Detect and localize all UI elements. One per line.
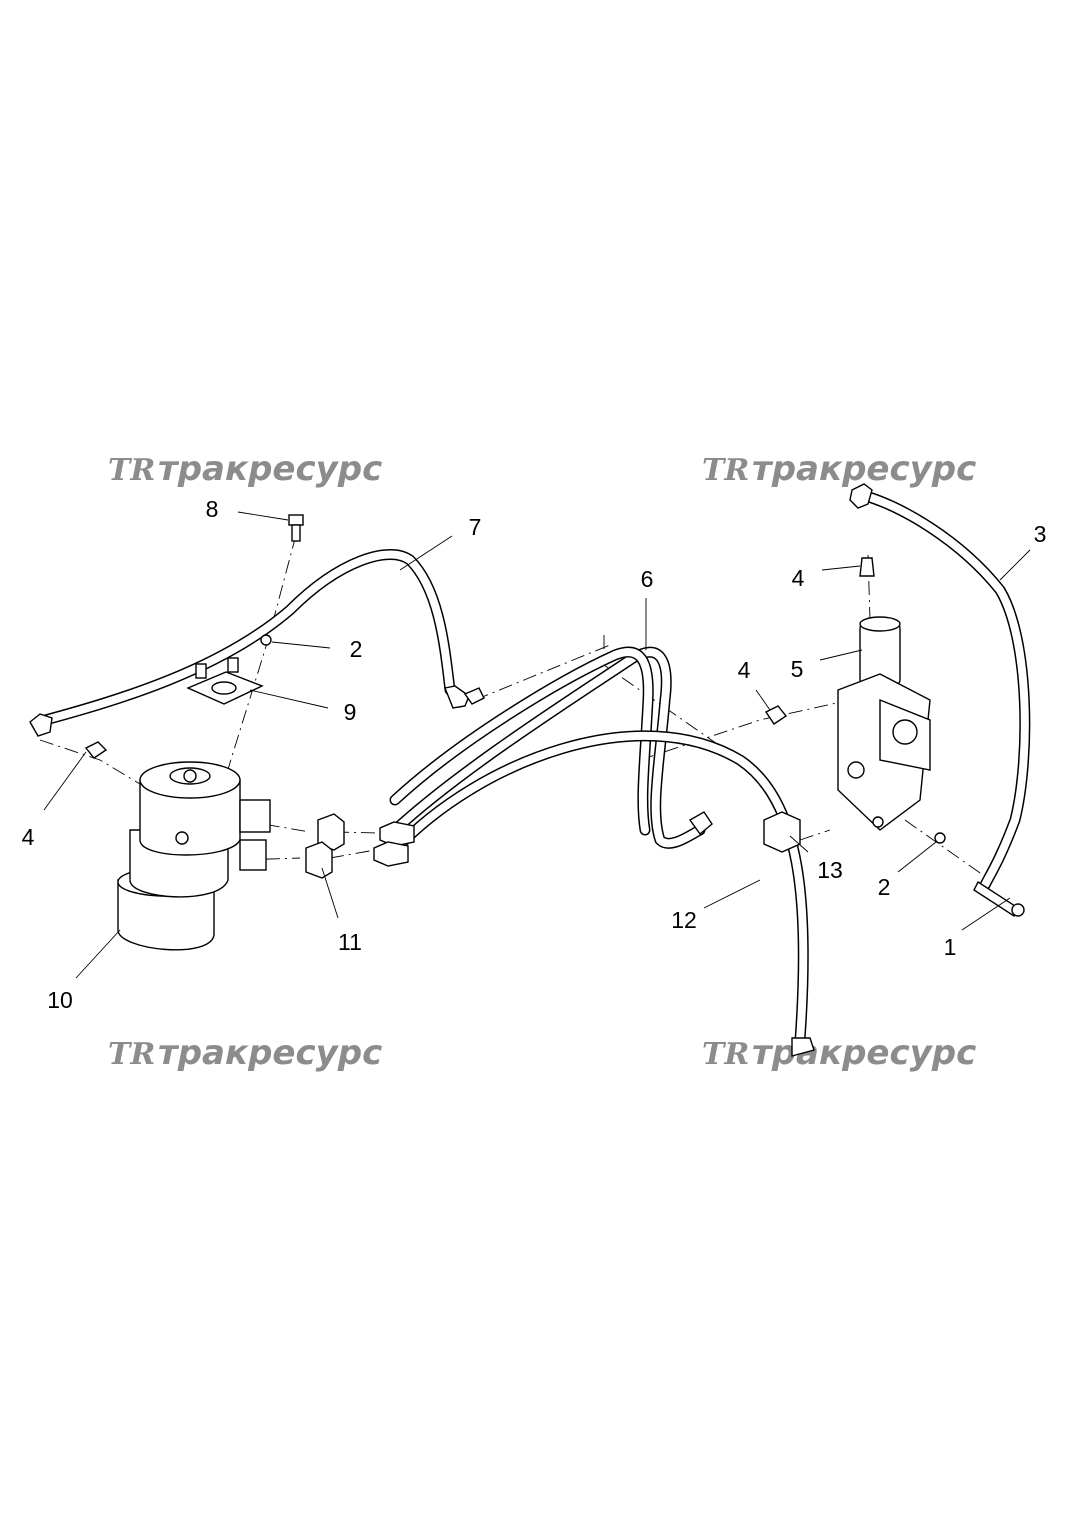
callout-4-mid: 4 <box>738 657 751 683</box>
callout-10: 10 <box>47 987 73 1013</box>
hose-7 <box>29 548 485 737</box>
hose-end-fittings <box>373 821 415 867</box>
callout-2-upper: 2 <box>350 636 363 662</box>
watermark-bottom-right: TR тракресурс <box>702 1033 976 1073</box>
watermark-bottom-left: TR тракресурс <box>108 1033 382 1073</box>
watermark-text: тракресурс <box>752 449 976 489</box>
valve-block-5 <box>837 616 931 831</box>
watermark-logo: TR <box>702 1037 749 1072</box>
watermark-text: тракресурс <box>752 1033 976 1073</box>
watermark-logo: TR <box>108 1037 155 1072</box>
hose-12 <box>389 730 815 1057</box>
adapter-4-left <box>84 741 108 759</box>
callout-9: 9 <box>344 699 357 725</box>
adapter-4-top <box>859 557 875 577</box>
fitting-11-lower <box>305 841 333 879</box>
watermark-top-left: TR тракресурс <box>108 449 382 489</box>
callout-8: 8 <box>206 496 219 522</box>
watermark-logo: TR <box>702 453 749 488</box>
fitting-13 <box>763 811 801 853</box>
watermark-text: тракресурс <box>158 1033 382 1073</box>
callout-13: 13 <box>817 857 843 883</box>
callout-2-lower: 2 <box>878 874 891 900</box>
watermark-text: тракресурс <box>158 449 382 489</box>
callout-4-left: 4 <box>22 824 35 850</box>
callout-numbers: 8 7 2 9 6 3 4 5 4 4 13 2 11 12 1 10 <box>22 496 1047 1013</box>
callout-4-top: 4 <box>792 565 805 591</box>
callout-1: 1 <box>944 934 957 960</box>
flange-9 <box>186 657 264 705</box>
callout-7: 7 <box>469 514 482 540</box>
callout-6: 6 <box>641 566 654 592</box>
callout-3: 3 <box>1034 521 1047 547</box>
callout-12: 12 <box>671 907 697 933</box>
bolt-8 <box>288 514 304 542</box>
adapter-4-mid <box>764 705 788 725</box>
steering-unit-10 <box>117 761 271 951</box>
hose-6 <box>389 646 713 849</box>
watermark-logo: TR <box>108 453 155 488</box>
callout-11: 11 <box>338 929 362 955</box>
watermark-top-right: TR тракресурс <box>702 449 976 489</box>
hose-3 <box>849 483 1031 918</box>
callout-5: 5 <box>791 656 804 682</box>
washer-2-lower <box>934 832 946 844</box>
washer-2-upper <box>260 634 272 646</box>
leader-lines <box>43 511 1031 979</box>
